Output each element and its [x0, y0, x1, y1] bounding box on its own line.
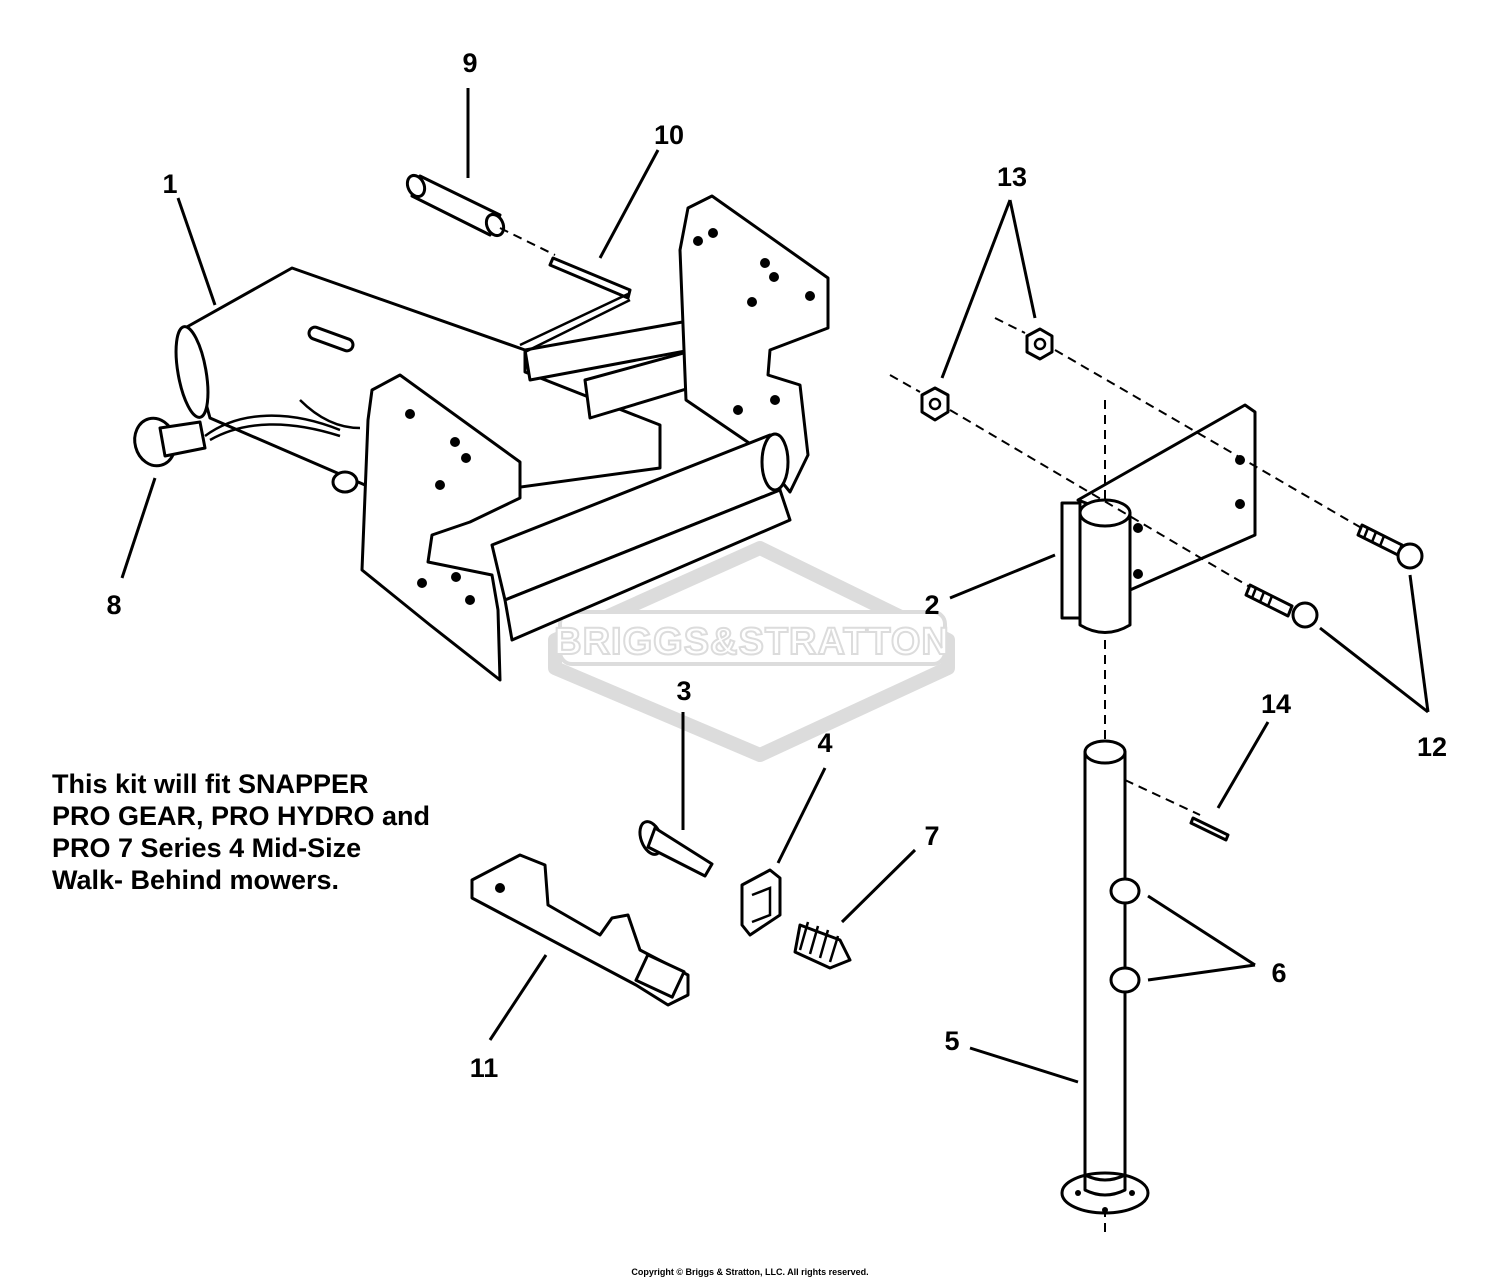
part-10-rod	[519, 256, 632, 354]
callout-2: 2	[924, 590, 939, 620]
callout-13: 13	[997, 162, 1027, 192]
part-1-hitch-frame	[174, 194, 830, 682]
watermark-text: BRIGGS&STRATTON	[554, 621, 950, 663]
part-13-nuts	[920, 327, 1054, 422]
callout-6: 6	[1271, 958, 1286, 988]
callout-10: 10	[654, 120, 684, 150]
part-12-bolts	[1244, 523, 1424, 629]
part-14-pin	[1189, 816, 1230, 842]
brand-watermark: BRIGGS&STRATTON	[548, 541, 955, 762]
leader-lines	[120, 88, 1430, 1084]
part-4-clip	[740, 868, 782, 937]
callout-numbers: 1 2 3 4 5 6 7 8 9 10 11 12 13 14	[106, 48, 1447, 1083]
assembly-lines	[889, 317, 1366, 1238]
callout-3: 3	[676, 676, 691, 706]
part-2-tube-bracket	[1060, 403, 1257, 634]
callout-8: 8	[106, 590, 121, 620]
kit-compatibility-note: This kit will fit SNAPPER PRO GEAR, PRO …	[52, 769, 431, 895]
part-5-stand-tube	[1060, 739, 1150, 1215]
part-8-hitch-pin	[133, 399, 361, 468]
copyright-notice: Copyright © Briggs & Stratton, LLC. All …	[631, 1267, 869, 1277]
callout-9: 9	[462, 48, 477, 78]
callout-11: 11	[470, 1053, 499, 1083]
callout-14: 14	[1261, 689, 1291, 719]
part-11-latch	[470, 853, 690, 1007]
callout-4: 4	[817, 728, 832, 758]
callout-12: 12	[1417, 732, 1447, 762]
callout-7: 7	[924, 821, 939, 851]
part-9-roll-pin	[405, 173, 556, 256]
part-6-holes	[1109, 877, 1141, 994]
part-7-spring	[793, 921, 852, 970]
callout-5: 5	[944, 1026, 959, 1056]
callout-1: 1	[162, 169, 177, 199]
part-3-clevis-pin	[638, 820, 714, 878]
